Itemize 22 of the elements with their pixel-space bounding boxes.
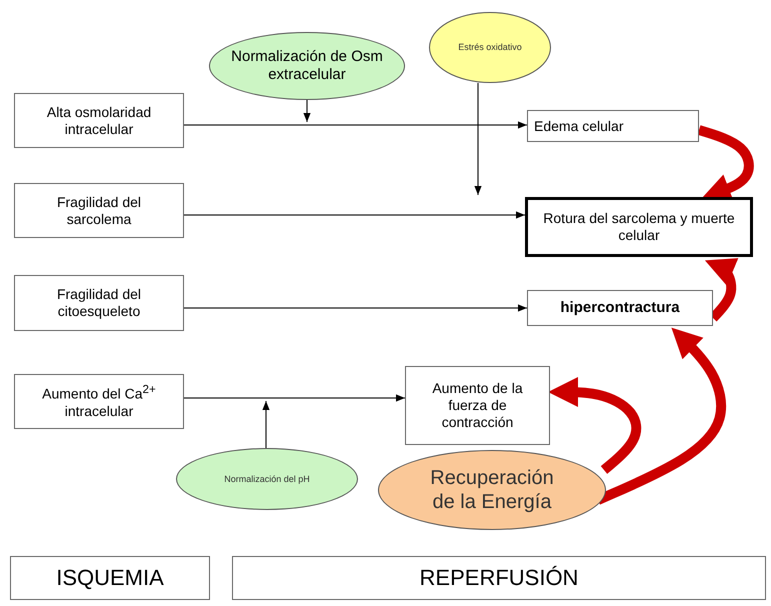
arrow [262,400,270,448]
process-box: hipercontractura [527,290,713,326]
process-box: Fragilidad del citoesqueleto [14,275,184,331]
ellipse-node: Normalización de Osm extracelular [209,32,405,100]
arrow [184,304,528,312]
phase-box: REPERFUSIÓN [232,556,766,600]
arrow [184,394,406,402]
phase-box: ISQUEMIA [10,556,210,600]
arrow [474,82,482,196]
ellipse-node: Normalización del pH [176,448,358,510]
curved-arrow [548,377,642,474]
ellipse-node: Estrés oxidativo [429,12,551,83]
arrow [184,121,528,129]
process-box: Aumento de la fuerza de contracción [405,366,550,445]
outcome-box: Rotura del sarcolema y muerte celular [525,197,753,257]
process-box: Alta osmolaridad intracelular [14,93,184,148]
process-box: Fragilidad del sarcolema [14,183,184,238]
ellipse-node: Recuperación de la Energía [378,450,606,530]
process-box: Aumento del Ca$^{2+}$ intracelular [14,374,184,429]
process-box: Edema celular [527,110,699,142]
arrow [303,100,311,122]
arrow [184,211,526,219]
